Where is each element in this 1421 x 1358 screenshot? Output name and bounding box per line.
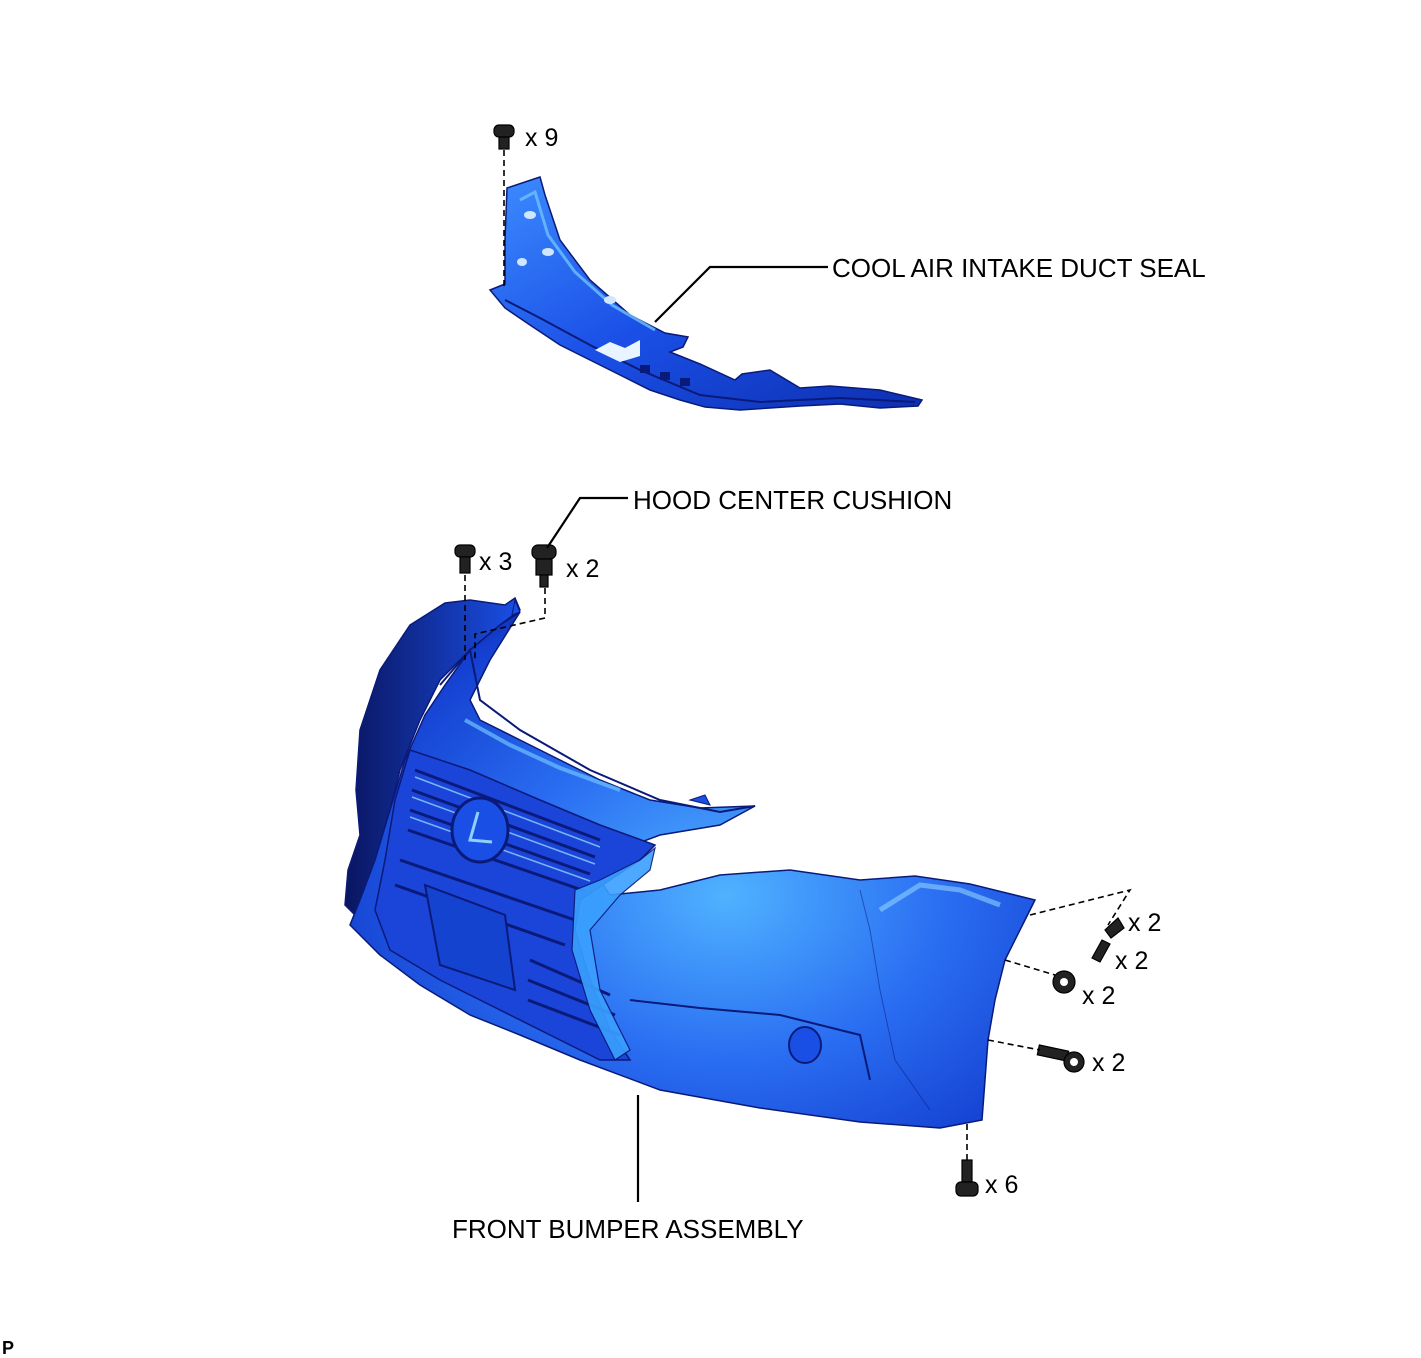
nut-dashline bbox=[1004, 959, 1056, 976]
label-front-bumper: FRONT BUMPER ASSEMBLY bbox=[452, 1214, 804, 1244]
side-clip-dashline bbox=[1029, 888, 1132, 926]
label-duct-seal: COOL AIR INTAKE DUCT SEAL bbox=[832, 253, 1206, 283]
qty-side-bolt: x 2 bbox=[1092, 1049, 1125, 1077]
qty-side-nut: x 2 bbox=[1082, 982, 1115, 1010]
front-bumper-assembly bbox=[344, 596, 1037, 1129]
label-hood-cushion: HOOD CENTER CUSHION bbox=[633, 485, 952, 515]
side-clip-icon-a bbox=[1104, 917, 1125, 939]
qty-cushions: x 2 bbox=[566, 555, 599, 583]
clip-icon-seal bbox=[493, 124, 515, 150]
leader-hood-cushion bbox=[546, 496, 628, 549]
qty-side-clip-b: x 2 bbox=[1115, 947, 1148, 975]
bolt-icon-side bbox=[1036, 1044, 1085, 1073]
nut-icon-side bbox=[1052, 970, 1076, 994]
hood-cushion-icon bbox=[531, 544, 557, 588]
corner-mark: P bbox=[2, 1338, 14, 1358]
clip-icon-bumper-top bbox=[454, 544, 476, 574]
cushion-dashline bbox=[474, 588, 546, 662]
qty-bottom-screws: x 6 bbox=[985, 1171, 1018, 1199]
side-clip-icon-b bbox=[1091, 939, 1111, 963]
qty-side-clip-a: x 2 bbox=[1128, 909, 1161, 937]
qty-seal-clips: x 9 bbox=[525, 124, 558, 152]
qty-top-clips: x 3 bbox=[479, 548, 512, 576]
screw-icon-bottom bbox=[955, 1159, 979, 1197]
bolt-dashline bbox=[987, 1039, 1041, 1051]
cool-air-intake-duct-seal bbox=[488, 176, 924, 411]
leader-duct-seal bbox=[654, 265, 828, 323]
